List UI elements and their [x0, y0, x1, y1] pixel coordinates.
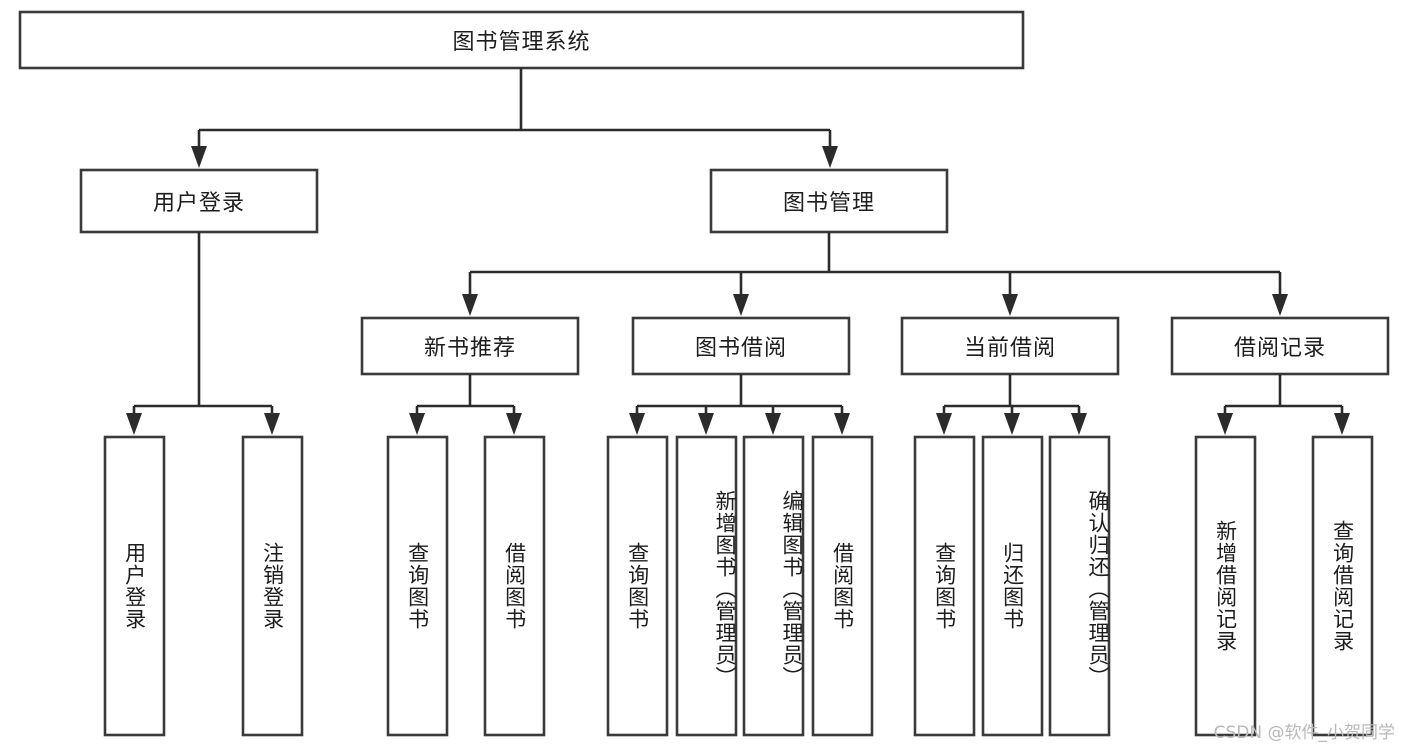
- leaf-box-current-borrow-2[interactable]: [1048, 435, 1111, 737]
- leaf-box-borrow-record-1[interactable]: [1311, 435, 1374, 737]
- arrow-head-icon: [1272, 294, 1288, 316]
- connector-current-borrow-to-leaves: [936, 374, 1087, 435]
- leaf-box-current-borrow-0[interactable]: [913, 435, 976, 737]
- arrow-head-icon: [462, 294, 478, 316]
- arrow-head-icon: [1334, 413, 1350, 435]
- arrow-head-icon: [822, 146, 838, 168]
- arrow-head-icon: [936, 413, 952, 435]
- arrow-head-icon: [1217, 413, 1233, 435]
- connector-user-login-to-leaves: [126, 232, 280, 435]
- node-box-borrow-record[interactable]: [1170, 316, 1390, 376]
- connector-new-book-to-leaves: [409, 374, 522, 435]
- node-box-new-book-recommend[interactable]: [360, 316, 580, 376]
- leaf-box-book-borrow-2[interactable]: [742, 435, 805, 737]
- arrow-head-icon: [191, 146, 207, 168]
- connector-book-borrow-to-leaves: [629, 374, 850, 435]
- leaf-box-user-login-0[interactable]: [103, 435, 166, 737]
- leaf-box-new-book-1[interactable]: [483, 435, 546, 737]
- node-box-user-login[interactable]: [79, 168, 319, 234]
- arrow-head-icon: [698, 413, 714, 435]
- node-box-book-management[interactable]: [709, 168, 949, 234]
- arrow-head-icon: [126, 413, 142, 435]
- node-box-book-borrow[interactable]: [631, 316, 851, 376]
- connector-root-to-level2: [191, 68, 838, 168]
- leaf-box-book-borrow-1[interactable]: [675, 435, 738, 737]
- arrow-head-icon: [1002, 294, 1018, 316]
- leaf-box-borrow-record-0[interactable]: [1194, 435, 1257, 737]
- leaf-box-user-login-1[interactable]: [241, 435, 304, 737]
- arrow-head-icon: [765, 413, 781, 435]
- arrow-head-icon: [409, 413, 425, 435]
- leaf-box-book-borrow-0[interactable]: [606, 435, 669, 737]
- leaf-box-book-borrow-3[interactable]: [811, 435, 874, 737]
- arrow-head-icon: [1071, 413, 1087, 435]
- arrow-head-icon: [834, 413, 850, 435]
- arrow-head-icon: [1004, 413, 1020, 435]
- leaf-box-current-borrow-1[interactable]: [981, 435, 1044, 737]
- node-box-root[interactable]: [18, 10, 1025, 70]
- connector-book-management-to-level3: [462, 232, 1288, 316]
- connector-borrow-record-to-leaves: [1217, 374, 1350, 435]
- arrow-head-icon: [264, 413, 280, 435]
- arrow-head-icon: [733, 294, 749, 316]
- arrow-head-icon: [506, 413, 522, 435]
- leaf-box-new-book-0[interactable]: [386, 435, 449, 737]
- arrow-head-icon: [629, 413, 645, 435]
- node-box-current-borrow[interactable]: [900, 316, 1120, 376]
